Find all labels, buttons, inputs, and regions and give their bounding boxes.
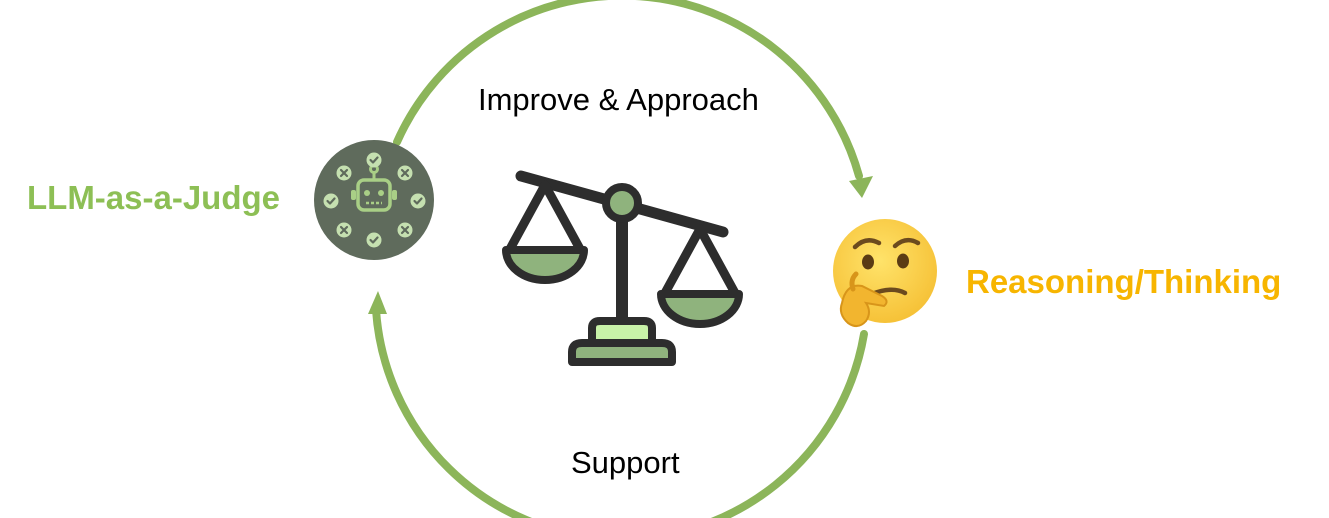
robot-judge-icon <box>314 140 434 260</box>
top-arrowhead <box>849 176 873 198</box>
balance-scale-icon <box>502 170 743 366</box>
llm-judge-label: LLM-as-a-Judge <box>27 179 281 216</box>
bottom-arrowhead <box>368 291 387 314</box>
bottom-cycle-arrow <box>368 291 868 518</box>
top-arc <box>393 0 863 180</box>
top-edge-label: Improve & Approach <box>478 82 759 117</box>
bottom-edge-label: Support <box>571 445 680 480</box>
reasoning-label: Reasoning/Thinking <box>966 263 1282 300</box>
bottom-arc <box>372 306 868 518</box>
top-cycle-arrow <box>393 0 873 198</box>
robot-icon <box>351 164 397 212</box>
thinking-face-icon <box>833 219 937 327</box>
